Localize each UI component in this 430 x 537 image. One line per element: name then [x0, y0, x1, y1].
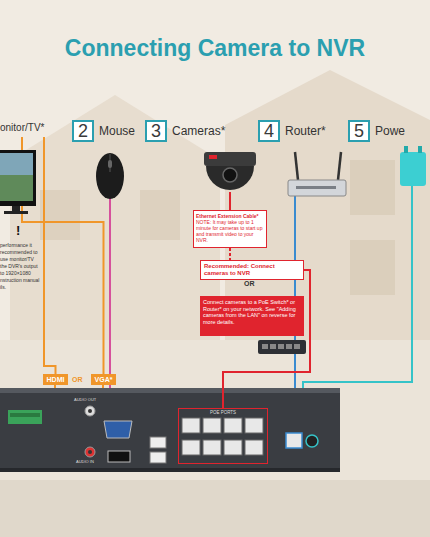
power-prong	[404, 146, 408, 153]
house-window	[350, 160, 395, 215]
switch-port	[286, 344, 292, 349]
poe-port-block: POE PORTS	[178, 408, 268, 464]
diagram-title: Connecting Camera to NVR	[0, 34, 430, 62]
cable-connector	[223, 270, 310, 408]
poe-port	[224, 418, 242, 433]
device-header: 5 Powe	[348, 120, 430, 142]
monitor-frame	[0, 150, 36, 206]
node-text: Ethernet Extension Cable*	[196, 213, 264, 219]
vga-tag: VGA*	[91, 374, 116, 385]
poe-port	[245, 440, 263, 455]
poe-port	[182, 440, 200, 455]
switch-port	[262, 344, 268, 349]
usb-port	[150, 437, 166, 448]
nvr-body	[0, 388, 340, 472]
camera-wire	[229, 192, 231, 210]
monitor-screen	[0, 153, 33, 201]
router-antenna	[295, 152, 298, 180]
audio-jack	[85, 406, 95, 416]
device-header: 2 Mouse	[72, 120, 136, 142]
switch-port	[270, 344, 276, 349]
callout-number: 2	[72, 120, 94, 142]
poe-port	[182, 418, 200, 433]
device-name: Cameras*	[172, 124, 225, 138]
node-text: VGA*	[91, 374, 116, 385]
router-body	[288, 180, 346, 196]
or-text: OR	[244, 280, 260, 288]
usb-port	[150, 452, 166, 463]
poe-port	[224, 440, 242, 455]
node-text: onitor/TV*	[0, 121, 52, 135]
monitor-screen	[0, 175, 33, 201]
audio-jack	[85, 447, 95, 457]
router-antenna	[338, 152, 341, 180]
camera-logo	[209, 155, 217, 159]
nvr-edge	[0, 388, 340, 393]
recommend-box: Recommended: Connect cameras to NVR	[200, 260, 304, 280]
poe-switch	[258, 340, 306, 354]
vga-port	[104, 421, 132, 438]
camera-dome	[206, 166, 254, 190]
house-window	[140, 190, 180, 240]
poe-port	[245, 418, 263, 433]
nvr-edge	[0, 468, 340, 472]
callout-number: 5	[348, 120, 370, 142]
poe-port	[203, 418, 221, 433]
poe-port-group	[182, 418, 263, 455]
house-window	[40, 190, 80, 240]
audio-jack	[88, 409, 92, 413]
monitor-stand	[4, 211, 28, 214]
power-adapter	[400, 152, 426, 186]
cable-connector	[44, 137, 56, 374]
hdmi-port	[108, 451, 130, 462]
device-header: 4 Router*	[258, 120, 336, 142]
device-name: Router*	[285, 124, 326, 138]
port-label: AUDIO OUT	[74, 397, 106, 402]
device-name: Mouse	[99, 124, 135, 138]
alarm-terminal	[8, 410, 42, 424]
house-window	[350, 240, 395, 295]
poe-port	[203, 440, 221, 455]
cable-connector	[229, 248, 231, 260]
warning-mark: !	[16, 224, 28, 238]
audio-jack	[88, 450, 92, 454]
power-jack	[306, 435, 318, 447]
ground-band	[0, 480, 430, 537]
port-label: AUDIO IN	[76, 459, 106, 464]
or-text: OR	[72, 376, 88, 384]
router-lights	[296, 186, 336, 189]
lan-port	[286, 433, 302, 448]
node-text: HDMI	[43, 374, 68, 385]
alarm-terminal	[10, 413, 40, 417]
device-header: onitor/TV*	[0, 121, 52, 137]
poe-switch-box: Connect cameras to a PoE Switch* or Rout…	[200, 296, 304, 336]
device-header: 3 Cameras*	[145, 120, 235, 142]
note-box: Ethernet Extension Cable*NOTE: It may ta…	[193, 210, 267, 248]
node-text: POE PORTS	[179, 410, 267, 415]
camera-lens	[223, 168, 237, 182]
node-text: Recommended: Connect cameras to NVR	[204, 263, 300, 277]
callout-number: 4	[258, 120, 280, 142]
device-name: Powe	[375, 124, 405, 138]
node-text: Connect cameras to a PoE Switch* or Rout…	[203, 299, 301, 325]
switch-port	[294, 344, 300, 349]
power-prong	[418, 146, 422, 153]
note-text: performance it recommended to use monito…	[0, 242, 40, 291]
callout-number: 3	[145, 120, 167, 142]
node-body-text: NOTE: It may take up to 1 minute for cam…	[196, 219, 264, 243]
mouse-body	[96, 153, 124, 199]
camera-base	[204, 152, 256, 166]
mouse-wheel	[108, 160, 112, 168]
hdmi-tag: HDMI	[43, 374, 68, 385]
ground-band	[0, 340, 430, 537]
switch-port	[278, 344, 284, 349]
